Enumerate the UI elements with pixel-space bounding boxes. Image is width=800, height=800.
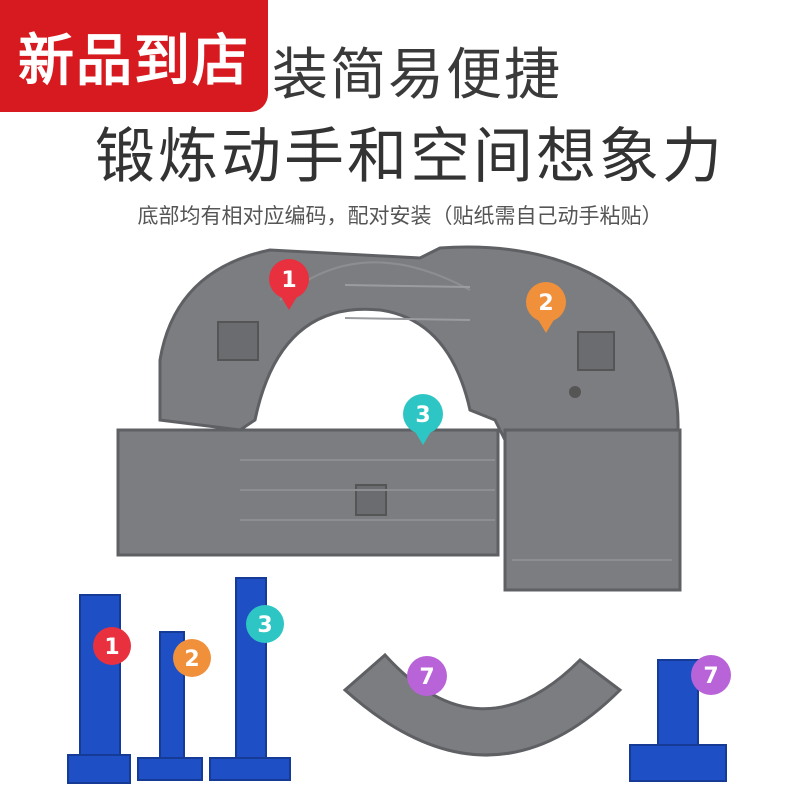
- marker-2-pillar: 2: [173, 639, 211, 677]
- subtitle: 底部均有相对应编码，配对安装（贴纸需自己动手粘贴）: [137, 204, 663, 228]
- svg-text:7: 7: [703, 664, 718, 689]
- new-arrival-badge: 新品到店: [0, 0, 268, 112]
- curved-track-piece: [342, 652, 623, 757]
- svg-text:1: 1: [281, 268, 296, 293]
- blue-pillar-3: [209, 577, 291, 781]
- svg-text:1: 1: [104, 635, 119, 660]
- headline-line-2: 锻炼动手和空间想象力: [95, 122, 725, 192]
- svg-text:2: 2: [184, 647, 199, 672]
- track-base-piece: [116, 245, 682, 592]
- marker-7-pillar: 7: [691, 655, 731, 695]
- svg-text:3: 3: [257, 613, 272, 638]
- svg-text:3: 3: [415, 403, 430, 428]
- marker-1-main: 1: [269, 259, 309, 310]
- svg-text:7: 7: [419, 665, 434, 690]
- svg-text:2: 2: [538, 291, 553, 316]
- marker-2-main: 2: [526, 282, 566, 333]
- headline-line-1: 装简易便捷: [272, 43, 562, 108]
- blue-pillar-1: [67, 594, 131, 784]
- marker-1-pillar: 1: [93, 627, 131, 665]
- marker-3-pillar: 3: [246, 605, 284, 643]
- marker-3-main: 3: [403, 394, 443, 445]
- marker-7-curve: 7: [407, 656, 447, 696]
